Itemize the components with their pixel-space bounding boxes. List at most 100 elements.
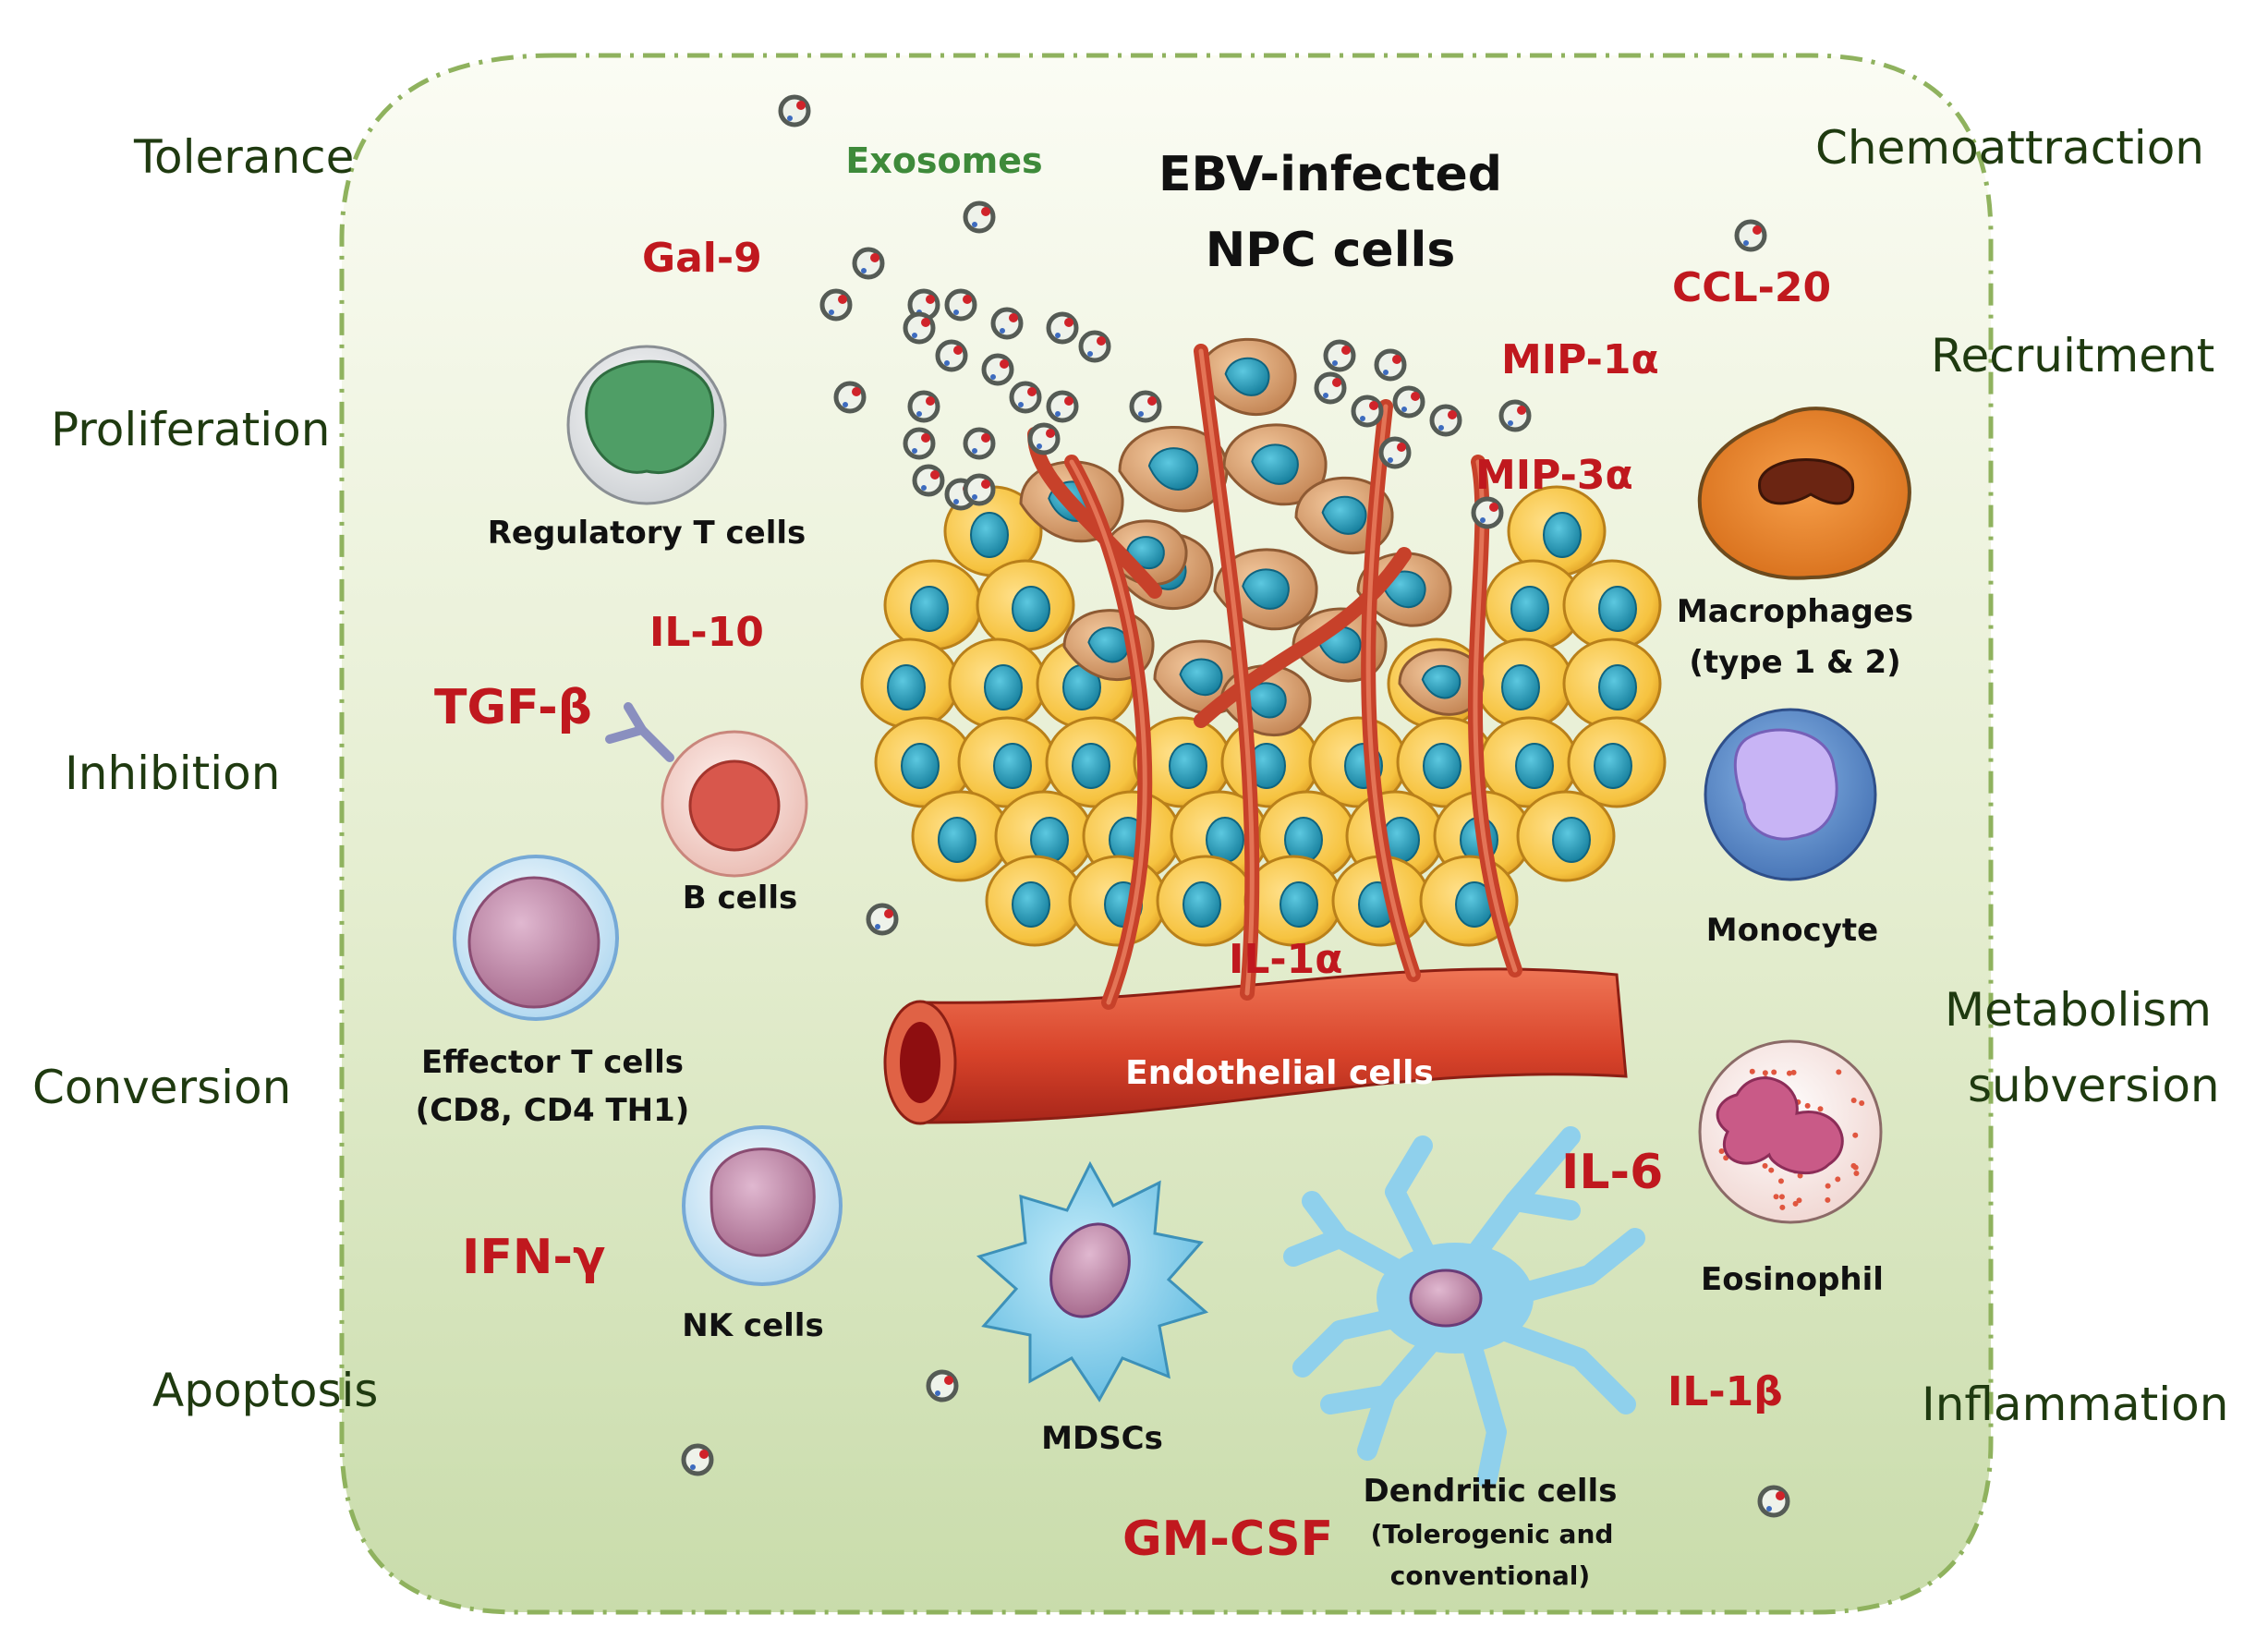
infected-npc-cell	[1118, 426, 1229, 513]
exosome	[819, 288, 853, 322]
exosome	[963, 200, 996, 234]
cytokine-il6: IL-6	[1561, 1145, 1664, 1200]
label-macrophages-line2: (type 1 & 2)	[1689, 644, 1901, 681]
exosome	[1046, 311, 1079, 345]
label-eosinophil: Eosinophil	[1701, 1261, 1884, 1298]
cytokine-gal9: Gal-9	[642, 235, 762, 282]
exosome	[1734, 219, 1767, 252]
dendritic-cell-graphic	[1283, 1126, 1645, 1488]
tumor-cell	[1567, 716, 1667, 808]
function-apoptosis: Apoptosis	[152, 1364, 379, 1417]
exosome	[1129, 390, 1162, 423]
cytokine-gmcsf: GM-CSF	[1122, 1512, 1334, 1567]
cytokine-ifng: IFN-γ	[462, 1230, 606, 1285]
exosome	[912, 464, 945, 497]
title-line1: EBV-infected	[1158, 147, 1502, 202]
label-b-cells: B cells	[682, 880, 798, 917]
cytokine-mip1a: MIP-1α	[1501, 336, 1659, 383]
cytokine-il1b: IL-1β	[1668, 1368, 1783, 1415]
tumor-cell	[1484, 559, 1583, 651]
label-dendritic-line1: Dendritic cells	[1363, 1473, 1618, 1510]
tumor-cell	[985, 855, 1085, 947]
function-metabolism-line2: subversion	[1968, 1059, 2220, 1112]
effector-t-cell-graphic	[453, 855, 619, 1021]
exosome	[903, 311, 936, 345]
tumor-cell	[1133, 716, 1232, 808]
function-proliferation: Proliferation	[51, 403, 331, 456]
label-mdscs: MDSCs	[1041, 1420, 1163, 1457]
tumor-cell	[883, 559, 983, 651]
exosome	[1314, 371, 1347, 405]
eosinophil-graphic	[1698, 1039, 1883, 1224]
function-conversion: Conversion	[32, 1061, 292, 1114]
exosome	[1498, 399, 1532, 432]
function-inhibition: Inhibition	[65, 747, 281, 800]
blood-vessel	[883, 344, 1628, 1125]
exosome	[1378, 436, 1412, 469]
exosome	[1009, 381, 1042, 414]
tumor-cell	[911, 790, 1011, 882]
exosome	[1429, 404, 1462, 437]
tumor-cell	[1562, 559, 1662, 651]
exosome	[1374, 348, 1407, 382]
cytokine-il10: IL-10	[649, 609, 764, 656]
title-line2: NPC cells	[1205, 223, 1456, 278]
label-dendritic-line2: (Tolerogenic and	[1370, 1519, 1614, 1549]
function-metabolism-line1: Metabolism	[1945, 983, 2213, 1037]
tumor-cell-cluster	[860, 337, 1667, 947]
cytokine-ccl20: CCL-20	[1672, 264, 1832, 311]
infected-npc-cell	[1197, 337, 1297, 416]
tumor-cell	[948, 637, 1048, 730]
infected-npc-cell	[1356, 552, 1452, 627]
exosome	[926, 1369, 959, 1402]
nk-cell-graphic	[682, 1125, 843, 1286]
cytokine-tgfb: TGF-β	[434, 680, 592, 735]
exosome-vesicles	[681, 94, 1790, 1518]
exosome	[852, 247, 885, 280]
function-recruitment: Recruitment	[1931, 329, 2215, 382]
tumor-cell	[1243, 855, 1343, 947]
label-effector-line1: Effector T cells	[421, 1044, 684, 1081]
label-effector-line2: (CD8, CD4 TH1)	[415, 1092, 690, 1129]
exosome	[681, 1443, 714, 1476]
tumor-cell	[1156, 855, 1255, 947]
exosome	[935, 339, 968, 372]
monocyte-graphic	[1704, 708, 1877, 881]
tumor-cell	[1045, 716, 1145, 808]
exosome	[1027, 422, 1061, 455]
exosome	[963, 473, 996, 506]
exosome	[778, 94, 811, 127]
exosome	[981, 353, 1014, 386]
exosome	[1757, 1485, 1790, 1518]
exosome	[990, 307, 1024, 340]
macrophage-graphic	[1697, 407, 1911, 580]
exosome	[1351, 395, 1384, 428]
exosome	[907, 390, 940, 423]
exosome	[866, 903, 899, 936]
tumor-cell	[1474, 637, 1574, 730]
tumor-cell	[957, 716, 1057, 808]
exosome	[903, 427, 936, 460]
exosome	[1392, 385, 1425, 419]
tumor-cell	[874, 716, 974, 808]
label-endothelial-cells: Endothelial cells	[1125, 1054, 1434, 1092]
function-inflammation: Inflammation	[1922, 1378, 2229, 1431]
exosome	[1078, 330, 1111, 363]
cytokine-mip3a: MIP-3α	[1475, 452, 1633, 499]
exosome	[833, 381, 867, 414]
label-dendritic-line3: conventional)	[1389, 1560, 1591, 1591]
label-monocyte: Monocyte	[1705, 912, 1879, 949]
mdsc-graphic	[976, 1160, 1209, 1402]
tumor-cell	[1068, 855, 1168, 947]
label-nk-cells: NK cells	[682, 1307, 824, 1344]
exosome	[1323, 339, 1356, 372]
tumor-cell	[860, 637, 960, 730]
label-regulatory-t-cells: Regulatory T cells	[487, 515, 807, 552]
exosome	[1046, 390, 1079, 423]
function-tolerance: Tolerance	[134, 130, 355, 184]
regulatory-t-cell-graphic	[566, 345, 727, 505]
tumor-cell	[1562, 637, 1662, 730]
b-cell-graphic	[605, 702, 808, 878]
